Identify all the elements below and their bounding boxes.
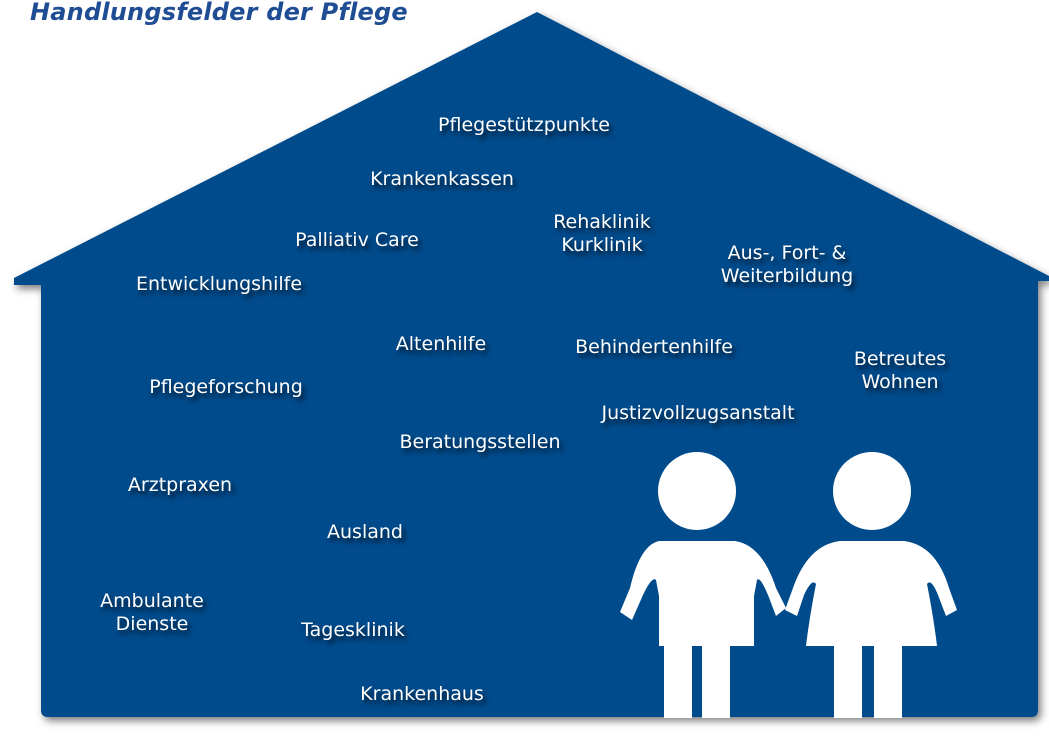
field-label-behindertenhilfe: Behindertenhilfe xyxy=(575,336,733,358)
field-label-aus-fort-weiterbildung: Aus-, Fort- & Weiterbildung xyxy=(720,242,854,287)
woman-figure-icon xyxy=(785,452,957,718)
field-label-palliativ-care: Palliativ Care xyxy=(295,229,419,251)
field-label-justizvollzugsanstalt: Justizvollzugsanstalt xyxy=(601,402,795,424)
field-label-rehaklinik-kurklinik: Rehaklinik Kurklinik xyxy=(553,211,651,256)
field-label-entwicklungshilfe: Entwicklungshilfe xyxy=(135,273,303,295)
field-label-altenhilfe: Altenhilfe xyxy=(395,333,487,355)
field-label-tagesklinik: Tagesklinik xyxy=(301,619,405,641)
field-label-pflegeforschung: Pflegeforschung xyxy=(149,376,303,398)
field-label-betreutes-wohnen: Betreutes Wohnen xyxy=(853,348,947,393)
man-figure-icon xyxy=(620,452,786,718)
field-label-pflegestuetzpunkte: Pflegestützpunkte xyxy=(438,114,610,136)
field-label-ausland: Ausland xyxy=(327,521,403,543)
field-label-ambulante-dienste: Ambulante Dienste xyxy=(100,590,204,635)
field-label-krankenkassen: Krankenkassen xyxy=(370,168,514,190)
field-label-krankenhaus: Krankenhaus xyxy=(360,683,484,705)
field-label-arztpraxen: Arztpraxen xyxy=(127,474,233,496)
field-label-beratungsstellen: Beratungsstellen xyxy=(399,431,561,453)
page-title: Handlungsfelder der Pflege xyxy=(30,0,408,26)
